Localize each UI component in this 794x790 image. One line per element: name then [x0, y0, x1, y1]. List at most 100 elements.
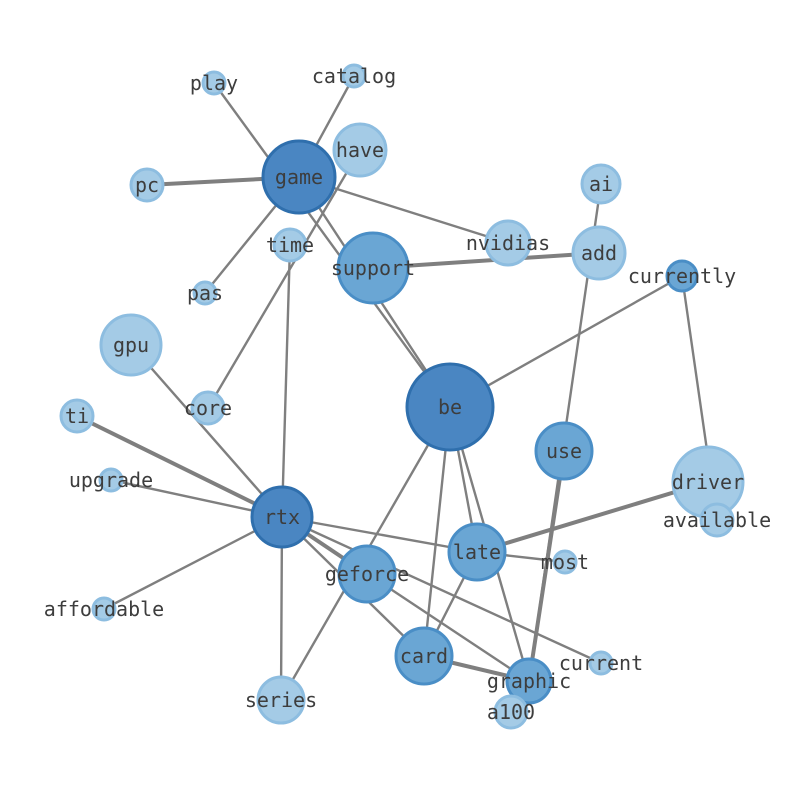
node-label-driver: driver: [672, 470, 744, 494]
node-circle-a100: [493, 694, 529, 730]
edge-rtx-late: [280, 515, 479, 554]
node-be: be: [405, 362, 495, 452]
node-add: add: [571, 225, 627, 281]
node-circle-have: [332, 122, 388, 178]
node-game: game: [261, 139, 337, 215]
node-graphic: graphic: [487, 657, 571, 705]
node-circle-current: [588, 650, 614, 676]
node-circle-card: [394, 626, 454, 686]
node-label-available: available: [663, 508, 771, 532]
node-circle-support: [336, 231, 410, 305]
edge-gpu-rtx: [129, 343, 284, 519]
node-label-time: time: [266, 233, 314, 257]
node-gpu: gpu: [99, 313, 163, 377]
node-currently: currently: [628, 259, 736, 293]
node-core: core: [184, 390, 232, 426]
node-circle-currently: [665, 259, 699, 293]
edge-driver-late: [475, 480, 710, 554]
node-card: card: [394, 626, 454, 686]
node-ti: ti: [59, 398, 95, 434]
node-label-ti: ti: [65, 404, 89, 428]
node-circle-gpu: [99, 313, 163, 377]
node-circle-nvidias: [484, 219, 532, 267]
node-label-upgrade: upgrade: [69, 468, 153, 492]
node-most: most: [541, 549, 589, 575]
node-label-game: game: [275, 165, 323, 189]
node-affordable: affordable: [44, 596, 164, 622]
node-label-affordable: affordable: [44, 597, 164, 621]
node-nvidias: nvidias: [466, 219, 550, 267]
node-circle-game: [261, 139, 337, 215]
node-use: use: [534, 421, 594, 481]
edge-have-core: [206, 148, 362, 410]
node-circle-available: [699, 502, 735, 538]
node-label-pas: pas: [187, 281, 223, 305]
node-label-geforce: geforce: [325, 562, 409, 586]
node-label-play: play: [190, 71, 238, 95]
edge-layer: [75, 74, 719, 702]
node-label-series: series: [245, 688, 317, 712]
node-circle-catalog: [341, 63, 367, 89]
node-circle-geforce: [337, 544, 397, 604]
node-circle-be: [405, 362, 495, 452]
node-circle-most: [552, 549, 578, 575]
node-label-ai: ai: [589, 172, 613, 196]
node-label-nvidias: nvidias: [466, 231, 550, 255]
node-circle-use: [534, 421, 594, 481]
node-upgrade: upgrade: [69, 467, 153, 493]
node-circle-add: [571, 225, 627, 281]
node-label-graphic: graphic: [487, 669, 571, 693]
node-available: available: [663, 502, 771, 538]
node-label-rtx: rtx: [264, 505, 300, 529]
node-label-support: support: [331, 256, 415, 280]
node-label-late: late: [453, 540, 501, 564]
node-pc: pc: [129, 167, 165, 203]
node-label-a100: a100: [487, 700, 535, 724]
node-geforce: geforce: [325, 544, 409, 604]
node-label-most: most: [541, 550, 589, 574]
node-label-add: add: [581, 241, 617, 265]
edge-use-graphic: [527, 449, 566, 683]
node-label-have: have: [336, 138, 384, 162]
node-catalog: catalog: [312, 63, 396, 89]
node-pas: pas: [187, 280, 223, 306]
node-label-gpu: gpu: [113, 333, 149, 357]
node-label-catalog: catalog: [312, 64, 396, 88]
node-circle-upgrade: [98, 467, 124, 493]
node-layer: play catalog have game pc ai time nvidias add sup…: [44, 63, 771, 730]
node-have: have: [332, 122, 388, 178]
node-circle-series: [256, 675, 306, 725]
node-label-use: use: [546, 439, 582, 463]
node-circle-play: [201, 70, 227, 96]
node-circle-ai: [580, 163, 622, 205]
edge-rtx-affordable: [102, 515, 284, 611]
node-label-card: card: [400, 644, 448, 668]
node-label-pc: pc: [135, 173, 159, 197]
node-label-currently: currently: [628, 264, 736, 288]
edge-rtx-graphic: [280, 515, 531, 683]
node-circle-pas: [192, 280, 218, 306]
node-label-be: be: [438, 395, 462, 419]
node-circle-affordable: [91, 596, 117, 622]
node-circle-core: [190, 390, 226, 426]
node-circle-graphic: [505, 657, 553, 705]
node-circle-ti: [59, 398, 95, 434]
node-circle-late: [447, 522, 507, 582]
node-play: play: [190, 70, 238, 96]
node-circle-time: [272, 227, 308, 263]
edge-support-add: [371, 251, 601, 270]
edge-rtx-current: [280, 515, 603, 665]
node-a100: a100: [487, 694, 535, 730]
node-series: series: [245, 675, 317, 725]
node-late: late: [447, 522, 507, 582]
edge-play-be: [212, 81, 452, 409]
node-circle-rtx: [250, 485, 314, 549]
node-ai: ai: [580, 163, 622, 205]
node-circle-pc: [129, 167, 165, 203]
node-label-core: core: [184, 396, 232, 420]
edge-ti-rtx: [75, 414, 284, 519]
node-support: support: [331, 231, 415, 305]
node-label-current: current: [559, 651, 643, 675]
